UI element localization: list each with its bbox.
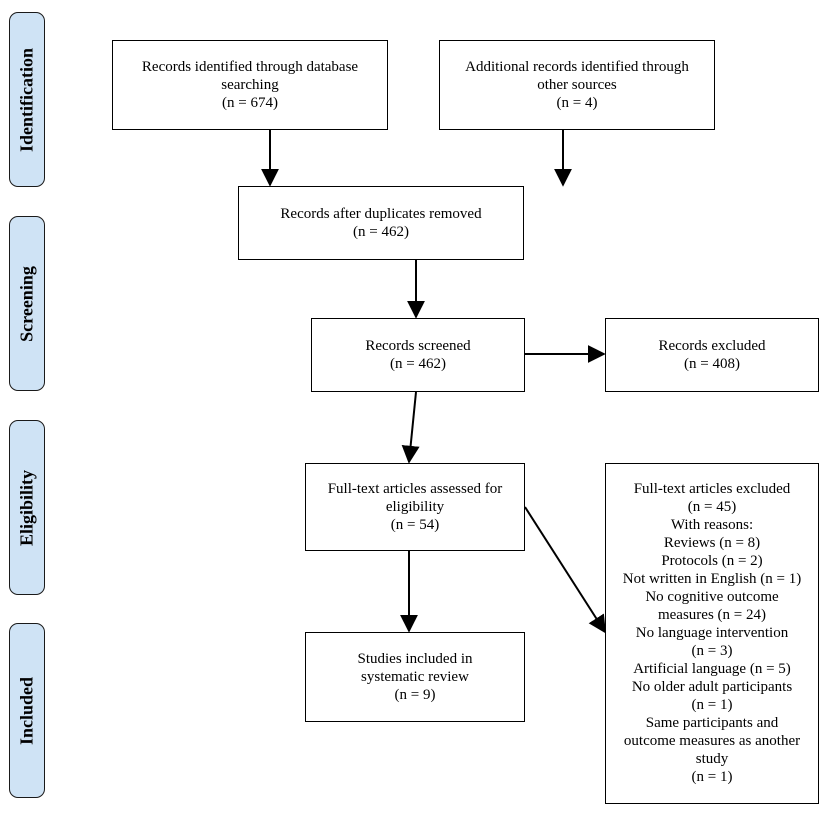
- box-text-line: Reviews (n = 8): [663, 535, 761, 551]
- box-text-line: (n = 462): [353, 224, 409, 240]
- box-text-line: systematic review: [361, 669, 469, 685]
- box-text-line: No language intervention: [635, 625, 789, 641]
- box-text-line: With reasons:: [670, 517, 754, 533]
- box-text-line: (n = 9): [394, 687, 436, 703]
- box-text-line: No older adult participants: [631, 679, 793, 695]
- box-other-sources: Additional records identified through oth…: [439, 40, 715, 130]
- box-text-line: other sources: [537, 77, 617, 93]
- box-text-line: (n = 1): [691, 697, 733, 713]
- box-text-line: No cognitive outcome: [645, 589, 779, 605]
- phase-included: Included: [9, 623, 45, 798]
- box-text-line: (n = 54): [390, 517, 440, 533]
- box-text-line: Records excluded: [658, 338, 766, 354]
- box-text-line: Full-text articles excluded: [633, 481, 791, 497]
- box-text-line: Not written in English (n = 1): [622, 571, 802, 587]
- box-text-line: (n = 3): [691, 643, 733, 659]
- box-text-line: Full-text articles assessed for: [327, 481, 503, 497]
- box-text-line: Same participants and: [645, 715, 779, 731]
- box-text-line: outcome measures as another: [623, 733, 801, 749]
- box-database-search: Records identified through database searc…: [112, 40, 388, 130]
- box-text-line: study: [695, 751, 729, 767]
- box-text-line: searching: [221, 77, 279, 93]
- box-text-line: (n = 408): [684, 356, 740, 372]
- box-text-line: eligibility: [385, 499, 445, 515]
- box-fulltext-assessed: Full-text articles assessed for eligibili…: [305, 463, 525, 551]
- box-text-line: (n = 674): [222, 95, 278, 111]
- box-text-line: Artificial language (n = 5): [633, 661, 791, 677]
- arrow-screened-to-fulltext: [401, 391, 420, 464]
- phase-identification: Identification: [9, 12, 45, 187]
- box-text-line: Protocols (n = 2): [661, 553, 763, 569]
- box-text-line: (n = 1): [691, 769, 733, 785]
- box-text-line: (n = 462): [390, 356, 446, 372]
- box-records-excluded: Records excluded (n = 408): [605, 318, 819, 392]
- box-text-line: (n = 4): [556, 95, 598, 111]
- box-duplicates-removed: Records after duplicates removed (n = 462…: [238, 186, 524, 260]
- box-text-line: Records screened: [365, 338, 471, 354]
- box-text-line: Records identified through database: [141, 59, 359, 75]
- arrow-fulltext-to-excluded: [524, 506, 606, 634]
- box-studies-included: Studies included in systematic review (n =…: [305, 632, 525, 722]
- box-text-line: Records after duplicates removed: [280, 206, 482, 222]
- phase-screening: Screening: [9, 216, 45, 391]
- box-fulltext-excluded: Full-text articles excluded (n = 45) With …: [605, 463, 819, 804]
- box-text-line: Studies included in: [357, 651, 473, 667]
- box-text-line: Additional records identified through: [465, 59, 689, 75]
- box-text-line: (n = 45): [687, 499, 737, 515]
- box-text-line: measures (n = 24): [657, 607, 766, 623]
- phase-eligibility: Eligibility: [9, 420, 45, 595]
